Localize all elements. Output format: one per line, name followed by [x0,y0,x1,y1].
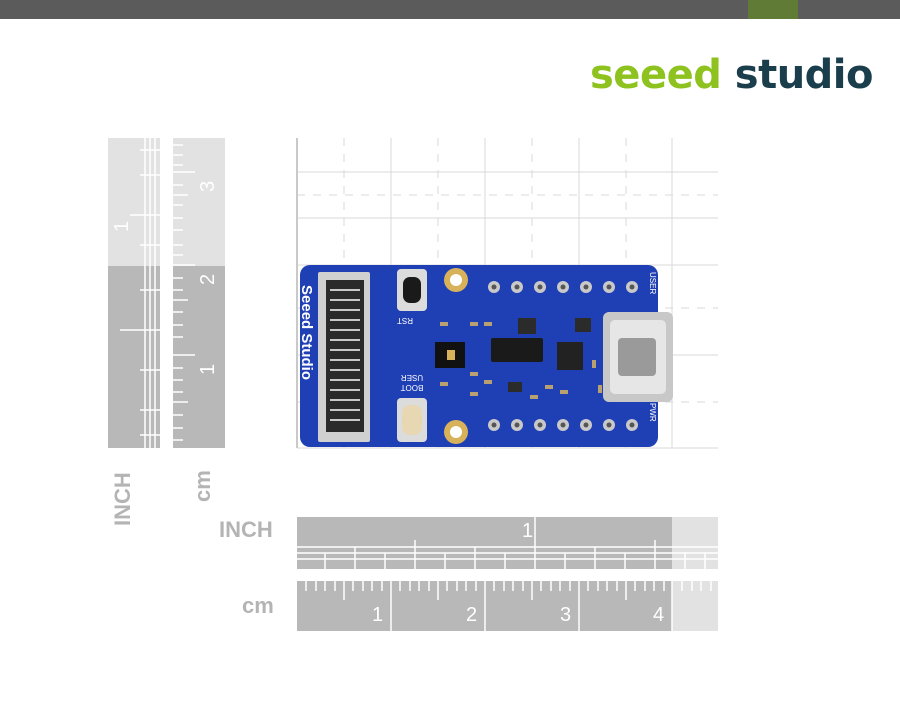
h-cm-tick-4: 4 [653,604,664,626]
v-inch-tick-1: 1 [111,221,133,232]
top-bar-accent [748,0,798,19]
v-cm-tick-3: 3 [197,181,219,192]
horizontal-cm-label: cm [242,593,274,618]
qfn-chip [557,342,583,370]
vertical-inch-label: INCH [110,472,135,526]
brand-logo-studio: studio [734,52,874,98]
horizontal-cm-ruler [297,581,718,631]
vertical-cm-ruler [173,138,225,448]
pcb-board: Seeed Studio RST BOOT USER [298,265,673,447]
brand-logo: seeed studio [590,52,874,98]
boot-label: BOOT [401,383,424,392]
h-cm-tick-1: 1 [372,604,383,626]
v-cm-tick-1: 1 [197,364,219,375]
user-label-right: USER [648,272,657,294]
top-bar [0,0,900,19]
horizontal-inch-label: INCH [219,517,273,542]
pwr-label: PWR [648,403,657,422]
vertical-inch-ruler [108,138,160,448]
user-label-left: USER [401,373,423,382]
v-cm-tick-2: 2 [197,274,219,285]
brand-logo-seeed: seeed [590,52,722,98]
rst-label: RST [397,316,413,325]
h-cm-tick-2: 2 [466,604,477,626]
horizontal-inch-ruler [297,517,718,569]
main-chip [491,338,543,362]
h-inch-tick-1: 1 [522,520,533,542]
h-cm-tick-3: 3 [560,604,571,626]
vertical-cm-label: cm [190,470,215,502]
silkscreen-logo: Seeed Studio [298,285,315,380]
